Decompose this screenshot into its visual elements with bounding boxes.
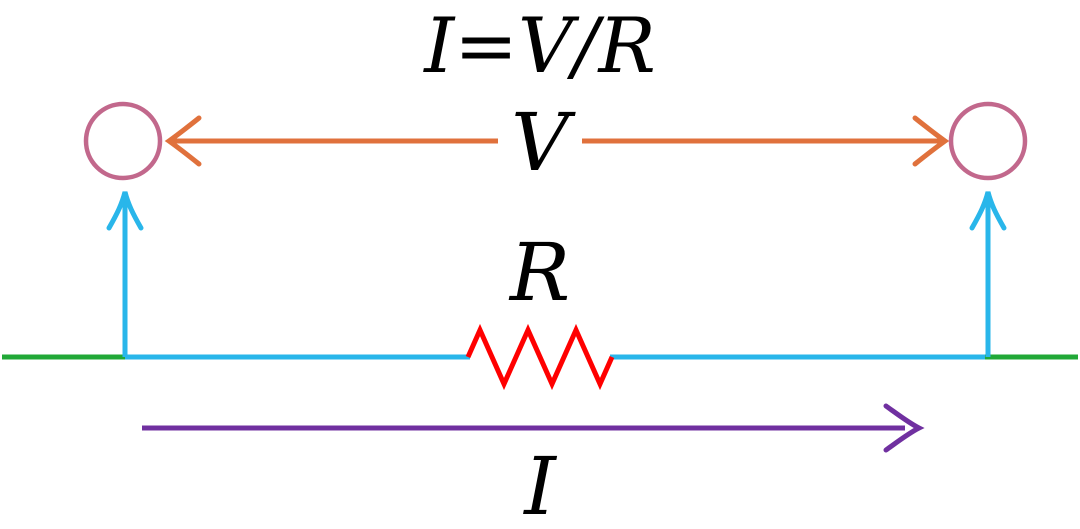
- current-label: I: [522, 440, 557, 529]
- left-terminal-circle: [83, 101, 163, 181]
- resistor-zigzag-symbol: [465, 323, 615, 391]
- left-probe-arrowhead: [106, 191, 144, 231]
- voltage-label: V: [511, 96, 576, 189]
- resistance-label: R: [508, 226, 570, 319]
- right-terminal-circle: [948, 101, 1028, 181]
- right-probe-arrowhead: [969, 191, 1007, 231]
- voltage-arrowhead-right: [912, 115, 950, 167]
- voltage-arrowhead-left: [164, 115, 202, 167]
- ohms-law-formula: I=V/R: [422, 1, 655, 90]
- voltage-label-backdrop: [498, 96, 582, 176]
- current-arrowhead: [883, 403, 925, 453]
